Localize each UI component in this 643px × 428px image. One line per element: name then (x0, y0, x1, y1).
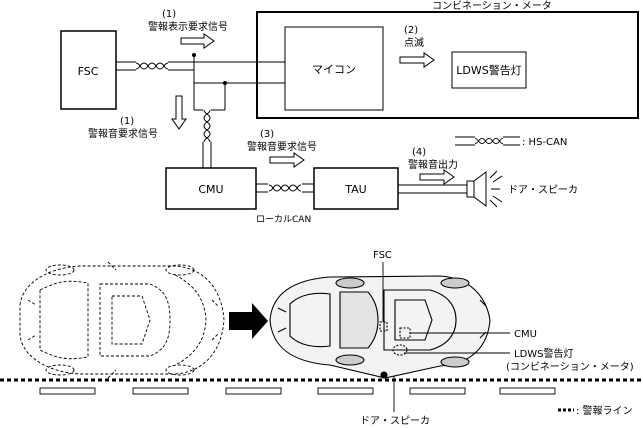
legend-hscan: : HS-CAN (522, 137, 567, 148)
local-can-label: ローカルCAN (256, 214, 311, 225)
vehicle-door-speaker-label: ドア・スピーカ (360, 415, 430, 427)
micon-label: マイコン (312, 63, 356, 76)
signal-4-num: (4) (412, 147, 426, 158)
motion-arrow (229, 303, 268, 339)
signal-2-num: (2) (404, 25, 418, 36)
signal-1-num: (1) (162, 9, 176, 20)
fsc-label: FSC (78, 65, 99, 78)
signal-3-arrow (269, 152, 305, 168)
solid-car (269, 275, 491, 379)
tau-label: TAU (344, 183, 366, 196)
speaker-icon (466, 170, 503, 208)
micon-box (284, 26, 384, 111)
ldws-lamp-box (451, 51, 527, 89)
signal-1b-label: 警報音要求信号 (88, 127, 158, 140)
lane-markers (39, 387, 556, 395)
signal-4-label: 警報音出力 (408, 158, 458, 171)
door-speaker-label: ドア・スピーカ (508, 184, 578, 196)
cmu-label: CMU (198, 183, 223, 196)
dashed-car (19, 261, 225, 379)
signal-3-num: (3) (260, 129, 274, 140)
block-diagram: コンビネーション・メータ FSC マイコン LDWS警告灯 (1) 警報表示要求… (60, 0, 639, 225)
combination-meter-title: コンビネーション・メータ (432, 0, 552, 12)
cmu-box (165, 167, 257, 210)
ldws-lamp-label: LDWS警告灯 (456, 63, 521, 77)
signal-3-label: 警報音要求信号 (247, 140, 317, 153)
tau-box (313, 167, 399, 210)
legend-warning-line: : 警報ライン (576, 404, 633, 417)
signal-1-arrow (180, 33, 215, 49)
signal-2-label: 点滅 (404, 37, 424, 49)
vehicle-cmu-label: CMU (514, 329, 537, 340)
vehicle-fsc-label: FSC (373, 250, 392, 261)
signal-4-arrow (419, 169, 455, 185)
signal-1b-num: (1) (120, 116, 134, 127)
vehicle-ldws-label: LDWS警告灯 (514, 347, 574, 360)
signal-1-label: 警報表示要求信号 (148, 20, 228, 33)
signal-2-arrow (399, 52, 435, 68)
combination-meter-box (256, 11, 639, 119)
vehicle-illustration: FSC CMU LDWS警告灯 (コンビネーション・メータ) ドア・スピーカ :… (0, 250, 643, 427)
signal-1b-arrow (171, 95, 187, 130)
vehicle-ldws-sublabel: (コンビネーション・メータ) (506, 361, 634, 373)
